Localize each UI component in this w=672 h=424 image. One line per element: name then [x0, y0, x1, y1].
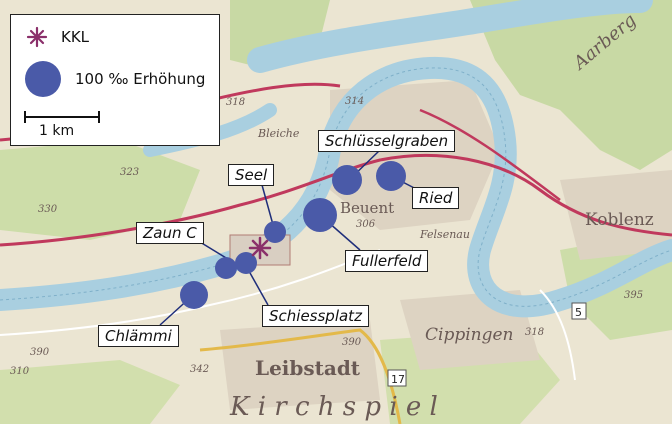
forest-area	[0, 140, 200, 240]
road	[0, 249, 381, 336]
site-marker-chlaemmi[interactable]	[180, 281, 208, 309]
svg-text:5: 5	[575, 306, 582, 319]
elevation-label: 318	[525, 327, 544, 338]
elevation-label: 306	[356, 219, 376, 230]
elevation-label: 330	[38, 204, 58, 215]
forest-area	[0, 360, 180, 424]
map-label-leibstadt: Leibstadt	[255, 356, 361, 380]
callout-seel[interactable]: Seel	[228, 164, 275, 186]
kkl-legend-star-burst-icon	[26, 26, 48, 48]
site-marker-schiessplatz[interactable]	[235, 252, 257, 274]
map-label-bleiche: Bleiche	[257, 127, 300, 140]
scale-label: 1 km	[39, 123, 75, 139]
river-rhine	[247, 0, 653, 73]
map-label-beuent: Beuent	[340, 199, 394, 217]
callout-ried[interactable]: Ried	[412, 187, 460, 209]
site-marker-fullerfeld[interactable]	[303, 198, 337, 232]
legend-circle-label: 100 ‰ Erhöhung	[75, 70, 206, 88]
elevation-label: 395	[624, 290, 643, 301]
legend-row-circle: 100 ‰ Erhöhung	[23, 59, 205, 99]
route-5-shield: 5	[571, 302, 587, 320]
legend-filled-circle-icon	[25, 61, 61, 97]
elevation-label: 314	[345, 96, 364, 107]
road	[539, 289, 576, 381]
map-label-kirchspiel: K i r c h s p i e l	[229, 392, 438, 422]
scale-bar	[24, 111, 100, 123]
map-label-felsenau: Felsenau	[419, 228, 470, 241]
elevation-label: 390	[342, 337, 362, 348]
elevation-label: 318	[226, 97, 245, 108]
route-17-shield: 17	[387, 369, 407, 387]
site-marker-seel[interactable]	[264, 221, 286, 243]
railway-line	[419, 108, 561, 201]
legend-row-kkl: KKL	[25, 25, 89, 49]
elevation-label: 342	[190, 364, 209, 375]
legend-kkl-label: KKL	[61, 28, 90, 46]
svg-text:17: 17	[391, 373, 405, 386]
site-marker-zaun-c[interactable]	[215, 257, 237, 279]
map-label-cippingen: Cippingen	[425, 325, 514, 345]
kkl-star-burst-icon[interactable]	[248, 236, 272, 260]
elevation-label: 390	[30, 347, 50, 358]
forest-area	[470, 0, 672, 170]
callout-schiessplatz[interactable]: Schiessplatz	[262, 305, 369, 327]
elevation-label: 310	[10, 366, 30, 377]
settlement-area	[560, 170, 672, 260]
callout-chlaemmi[interactable]: Chlämmi	[98, 325, 179, 347]
site-marker-schluesselgraben[interactable]	[332, 165, 362, 195]
callout-schluesselgraben[interactable]: Schlüsselgraben	[318, 130, 456, 152]
legend-box: KKL 100 ‰ Erhöhung 1 km	[10, 14, 220, 146]
site-marker-ried[interactable]	[376, 161, 406, 191]
callout-zaun-c[interactable]: Zaun C	[136, 222, 204, 244]
callout-fullerfeld[interactable]: Fullerfeld	[345, 250, 429, 272]
elevation-label: 323	[120, 167, 139, 178]
map-label-koblenz: Koblenz	[585, 210, 654, 230]
